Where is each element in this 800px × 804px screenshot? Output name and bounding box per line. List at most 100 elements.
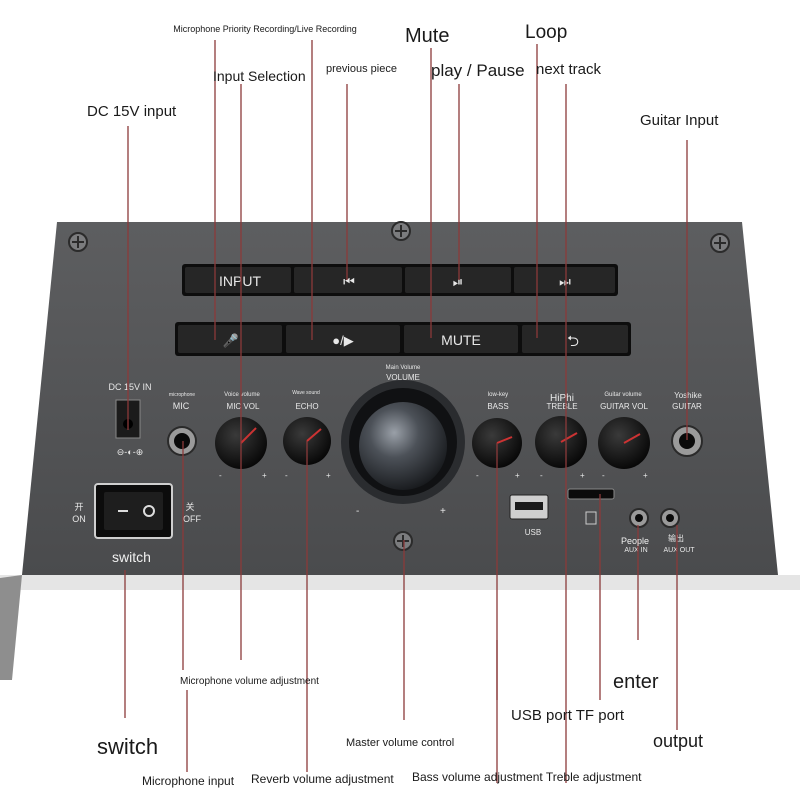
svg-text:+: +: [515, 471, 520, 480]
svg-text:-: -: [356, 506, 359, 517]
button-row-top: INPUT ⏮ ⏯ ⏭: [182, 264, 618, 296]
guitar-jack-icon[interactable]: [679, 433, 695, 449]
usb-port-group: USB: [509, 494, 549, 537]
off-label: OFF: [183, 514, 201, 524]
volume-small: Main Volume: [386, 365, 421, 371]
ann-reverb-adj: Reverb volume adjustment: [251, 772, 394, 786]
aux-in-label: AUX IN: [624, 547, 647, 554]
svg-text:+: +: [643, 471, 648, 480]
guitar-small: Yoshike: [674, 391, 702, 400]
ann-play-pause: play / Pause: [431, 61, 525, 80]
loop-button[interactable]: ⮌: [522, 325, 628, 353]
aux-out-jack[interactable]: [666, 514, 674, 522]
loop-icon: ⮌: [567, 333, 579, 350]
record-button[interactable]: ●/▶: [286, 325, 400, 353]
dc-polarity: ⊖-◐-⊕: [117, 447, 144, 457]
echo-label: ECHO: [295, 402, 318, 411]
annotations: Microphone Priority Recording/Live Recor…: [87, 22, 719, 788]
ann-next-track: next track: [536, 61, 602, 78]
usb-label: USB: [525, 528, 541, 537]
svg-text:+: +: [262, 471, 267, 480]
play-pause-button[interactable]: ⏯: [405, 267, 511, 293]
leader-lines: [124, 40, 688, 783]
ann-previous-piece: previous piece: [326, 63, 397, 75]
previous-icon: ⏮: [343, 274, 355, 289]
treble-knob-group: HiPhi TREBLE - +: [535, 393, 587, 480]
ann-switch-bottom: switch: [97, 734, 158, 759]
screw-icon: [393, 531, 413, 551]
ann-loop: Loop: [525, 22, 567, 43]
mic-priority-button[interactable]: 🎤: [178, 325, 282, 353]
svg-text:+: +: [440, 506, 446, 517]
tf-slot-group: [567, 488, 615, 525]
power-switch-group: 开 ON 关 OFF: [72, 483, 201, 539]
tf-slot[interactable]: [567, 488, 615, 500]
dc-label: DC 15V IN: [108, 382, 151, 392]
aux-out-cn: 输出: [668, 533, 684, 543]
mic-label-small: microphone: [169, 392, 195, 398]
ann-usb-tf: USB port TF port: [511, 707, 625, 724]
guitar-vol-knob-group: Guitar volume GUITAR VOL - +: [598, 392, 650, 480]
mute-button-label: MUTE: [441, 332, 481, 348]
previous-button[interactable]: ⏮: [294, 267, 402, 293]
svg-text:-: -: [602, 471, 605, 480]
mic-vol-small: Voice volume: [224, 392, 260, 398]
screw-icon: [391, 221, 411, 241]
usb-port[interactable]: [515, 502, 543, 510]
guitar-vol-small: Guitar volume: [604, 392, 642, 398]
aux-group: 输出 AUX IN AUX OUT: [624, 508, 695, 554]
on-cn: 开: [74, 502, 83, 512]
input-button[interactable]: INPUT: [185, 267, 291, 293]
microphone-icon: 🎤: [223, 332, 239, 348]
screw-icon: [68, 232, 88, 252]
bass-small: low-key: [488, 392, 508, 398]
svg-text:+: +: [326, 471, 331, 480]
mic-label: MIC: [173, 401, 190, 411]
next-button[interactable]: ⏭: [514, 267, 615, 293]
guitar-vol-label: GUITAR VOL: [600, 402, 648, 411]
screw-icon: [710, 233, 730, 253]
next-icon: ⏭: [559, 274, 571, 289]
aux-out-label: AUX OUT: [663, 547, 695, 554]
ann-guitar-input: Guitar Input: [640, 112, 719, 129]
off-cn: 关: [185, 501, 194, 512]
ann-bass-treble-adj: Bass volume adjustment Treble adjustment: [412, 770, 642, 784]
echo-small: Wave sound: [292, 390, 320, 396]
button-row-bottom: 🎤 ●/▶ MUTE ⮌: [175, 322, 631, 356]
sd-card-icon: [585, 511, 597, 525]
mute-button[interactable]: MUTE: [404, 325, 518, 353]
svg-text:-: -: [476, 471, 479, 480]
ann-switch-inline: switch: [112, 549, 151, 565]
record-play-icon: ●/▶: [332, 333, 353, 348]
mic-jack-icon[interactable]: [174, 433, 190, 449]
svg-text:-: -: [285, 471, 288, 480]
treble-small: HiPhi: [550, 393, 574, 404]
power-switch[interactable]: [104, 492, 163, 530]
volume-knob-group: Main Volume VOLUME - +: [341, 365, 465, 517]
ann-output: output: [653, 731, 703, 751]
svg-text:+: +: [580, 471, 585, 480]
ann-mic-volume-adj: Microphone volume adjustment: [180, 676, 319, 687]
ann-mute: Mute: [405, 25, 449, 47]
bass-label: BASS: [487, 402, 508, 411]
svg-text:-: -: [540, 471, 543, 480]
aux-in-jack[interactable]: [635, 514, 643, 522]
ann-enter: enter: [613, 671, 659, 693]
ann-master-volume: Master volume control: [346, 737, 454, 749]
treble-label: TREBLE: [546, 402, 577, 411]
volume-knob[interactable]: [359, 402, 447, 490]
ann-dc-input: DC 15V input: [87, 103, 177, 120]
ann-input-selection: Input Selection: [213, 68, 306, 84]
on-label: ON: [72, 514, 86, 524]
input-button-label: INPUT: [219, 273, 261, 289]
svg-text:-: -: [219, 471, 222, 480]
aux-in-small: People: [621, 536, 649, 546]
ann-mic-input: Microphone input: [142, 774, 235, 788]
mic-jack: microphone MIC: [167, 392, 197, 456]
volume-label: VOLUME: [386, 373, 420, 382]
play-pause-icon: ⏯: [453, 274, 463, 289]
ann-mic-priority: Microphone Priority Recording/Live Recor…: [173, 24, 357, 34]
mic-vol-label: MIC VOL: [227, 402, 260, 411]
